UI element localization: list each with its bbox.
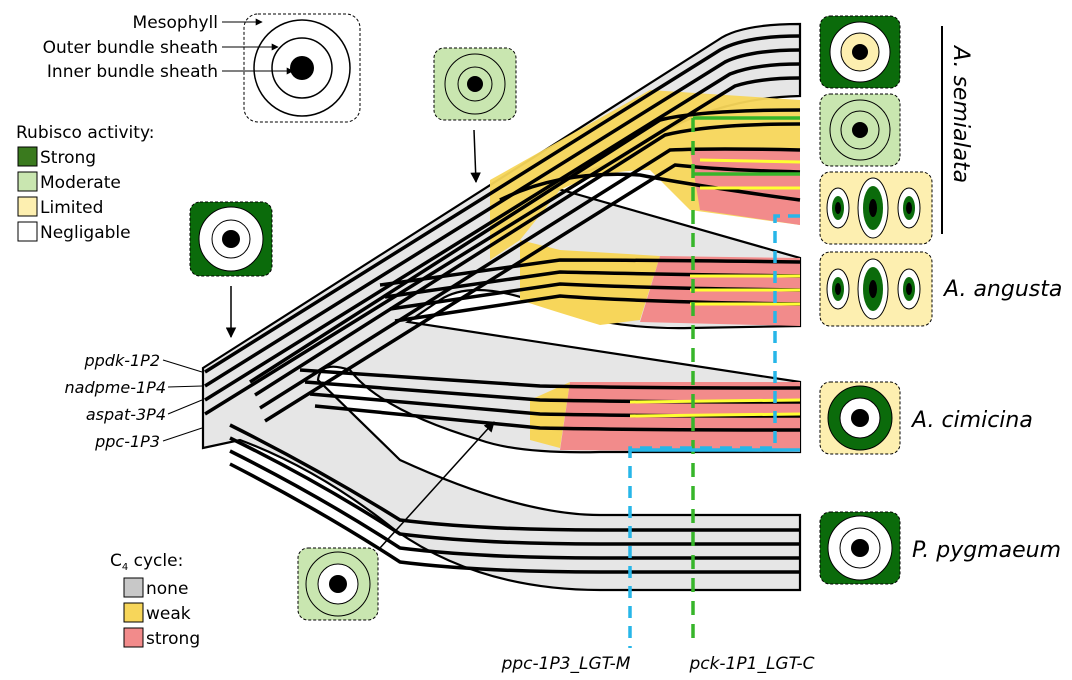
gene-label-nadpme: nadpme-1P4: [65, 378, 166, 397]
rubisco-swatch-moderate: [18, 172, 37, 191]
rubisco-legend-title: Rubisco activity:: [16, 123, 155, 143]
gene-label-aspat: aspat-3P4: [86, 405, 166, 424]
ancestral-cell-root: [190, 202, 272, 337]
c4-swatch-weak: [124, 603, 143, 622]
tip-cell-semialata-1: [820, 16, 900, 88]
c4-label-weak: weak: [146, 604, 191, 624]
inner-sheath-label: Inner bundle sheath: [47, 62, 218, 82]
gene-labels: ppdk-1P2 nadpme-1P4 aspat-3P4 ppc-1P3: [65, 351, 202, 451]
lgt-m-label: ppc-1P3_LGT-M: [501, 654, 631, 674]
tissue-legend: Mesophyll Outer bundle sheath Inner bund…: [43, 13, 360, 122]
tip-cell-semialata-3: [820, 172, 932, 244]
rubisco-label-negligable: Negligable: [40, 223, 131, 243]
lgt-c-label: pck-1P1_LGT-C: [688, 654, 814, 674]
rubisco-label-limited: Limited: [40, 198, 103, 218]
c4-legend: C4 cycle: none weak strong: [110, 551, 200, 649]
tip-cell-semialata-2: [820, 94, 900, 166]
outer-sheath-label: Outer bundle sheath: [43, 38, 218, 58]
tip-cell-angusta: [820, 252, 932, 326]
ancestral-cell-semialata-angusta: [434, 48, 516, 182]
c4-legend-title: C4 cycle:: [110, 551, 183, 573]
gene-label-ppdk: ppdk-1P2: [83, 351, 160, 370]
rubisco-swatch-strong: [18, 147, 37, 166]
tip-cell-cimicina: [820, 382, 900, 454]
tip-cell-pygmaeum: [820, 512, 900, 584]
taxon-label-semialata: A. semialata: [948, 44, 973, 183]
rubisco-swatch-negligable: [18, 222, 37, 241]
rubisco-label-strong: Strong: [40, 148, 96, 168]
c4-swatch-strong: [124, 628, 143, 647]
inner-sheath-core: [290, 56, 314, 80]
c4-label-strong: strong: [146, 629, 200, 649]
taxon-label-angusta: A. angusta: [942, 277, 1062, 302]
rubisco-swatch-limited: [18, 197, 37, 216]
rubisco-legend: Rubisco activity: Strong Moderate Limite…: [16, 123, 155, 243]
c4-label-none: none: [146, 579, 188, 599]
taxon-label-pygmaeum: P. pygmaeum: [912, 538, 1061, 563]
c4-swatch-none: [124, 578, 143, 597]
rubisco-label-moderate: Moderate: [40, 173, 121, 193]
gene-label-ppc: ppc-1P3: [94, 432, 160, 451]
mesophyll-label: Mesophyll: [133, 13, 218, 33]
taxon-label-cimicina: A. cimicina: [910, 408, 1033, 433]
